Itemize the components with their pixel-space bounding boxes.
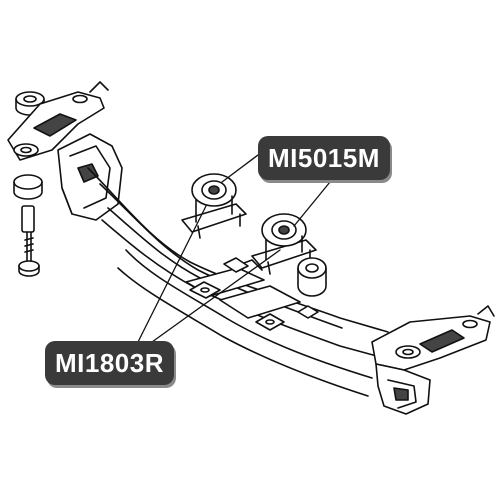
engine-mount-2 — [251, 213, 317, 275]
left-bushing-stack — [13, 91, 45, 277]
right-drop-bracket — [375, 363, 431, 415]
engine-mount-1 — [181, 173, 247, 239]
part-label-mi1803r: MI1803R — [45, 341, 174, 385]
loose-bushing — [297, 257, 327, 297]
left-bracket — [7, 81, 109, 161]
right-bracket — [371, 305, 495, 371]
rail-tabs — [189, 257, 319, 331]
left-drop-bracket — [57, 133, 123, 221]
part-label-mi5015m: MI5015M — [258, 136, 390, 180]
leader-lines — [137, 151, 331, 343]
lower-rail — [117, 249, 373, 397]
